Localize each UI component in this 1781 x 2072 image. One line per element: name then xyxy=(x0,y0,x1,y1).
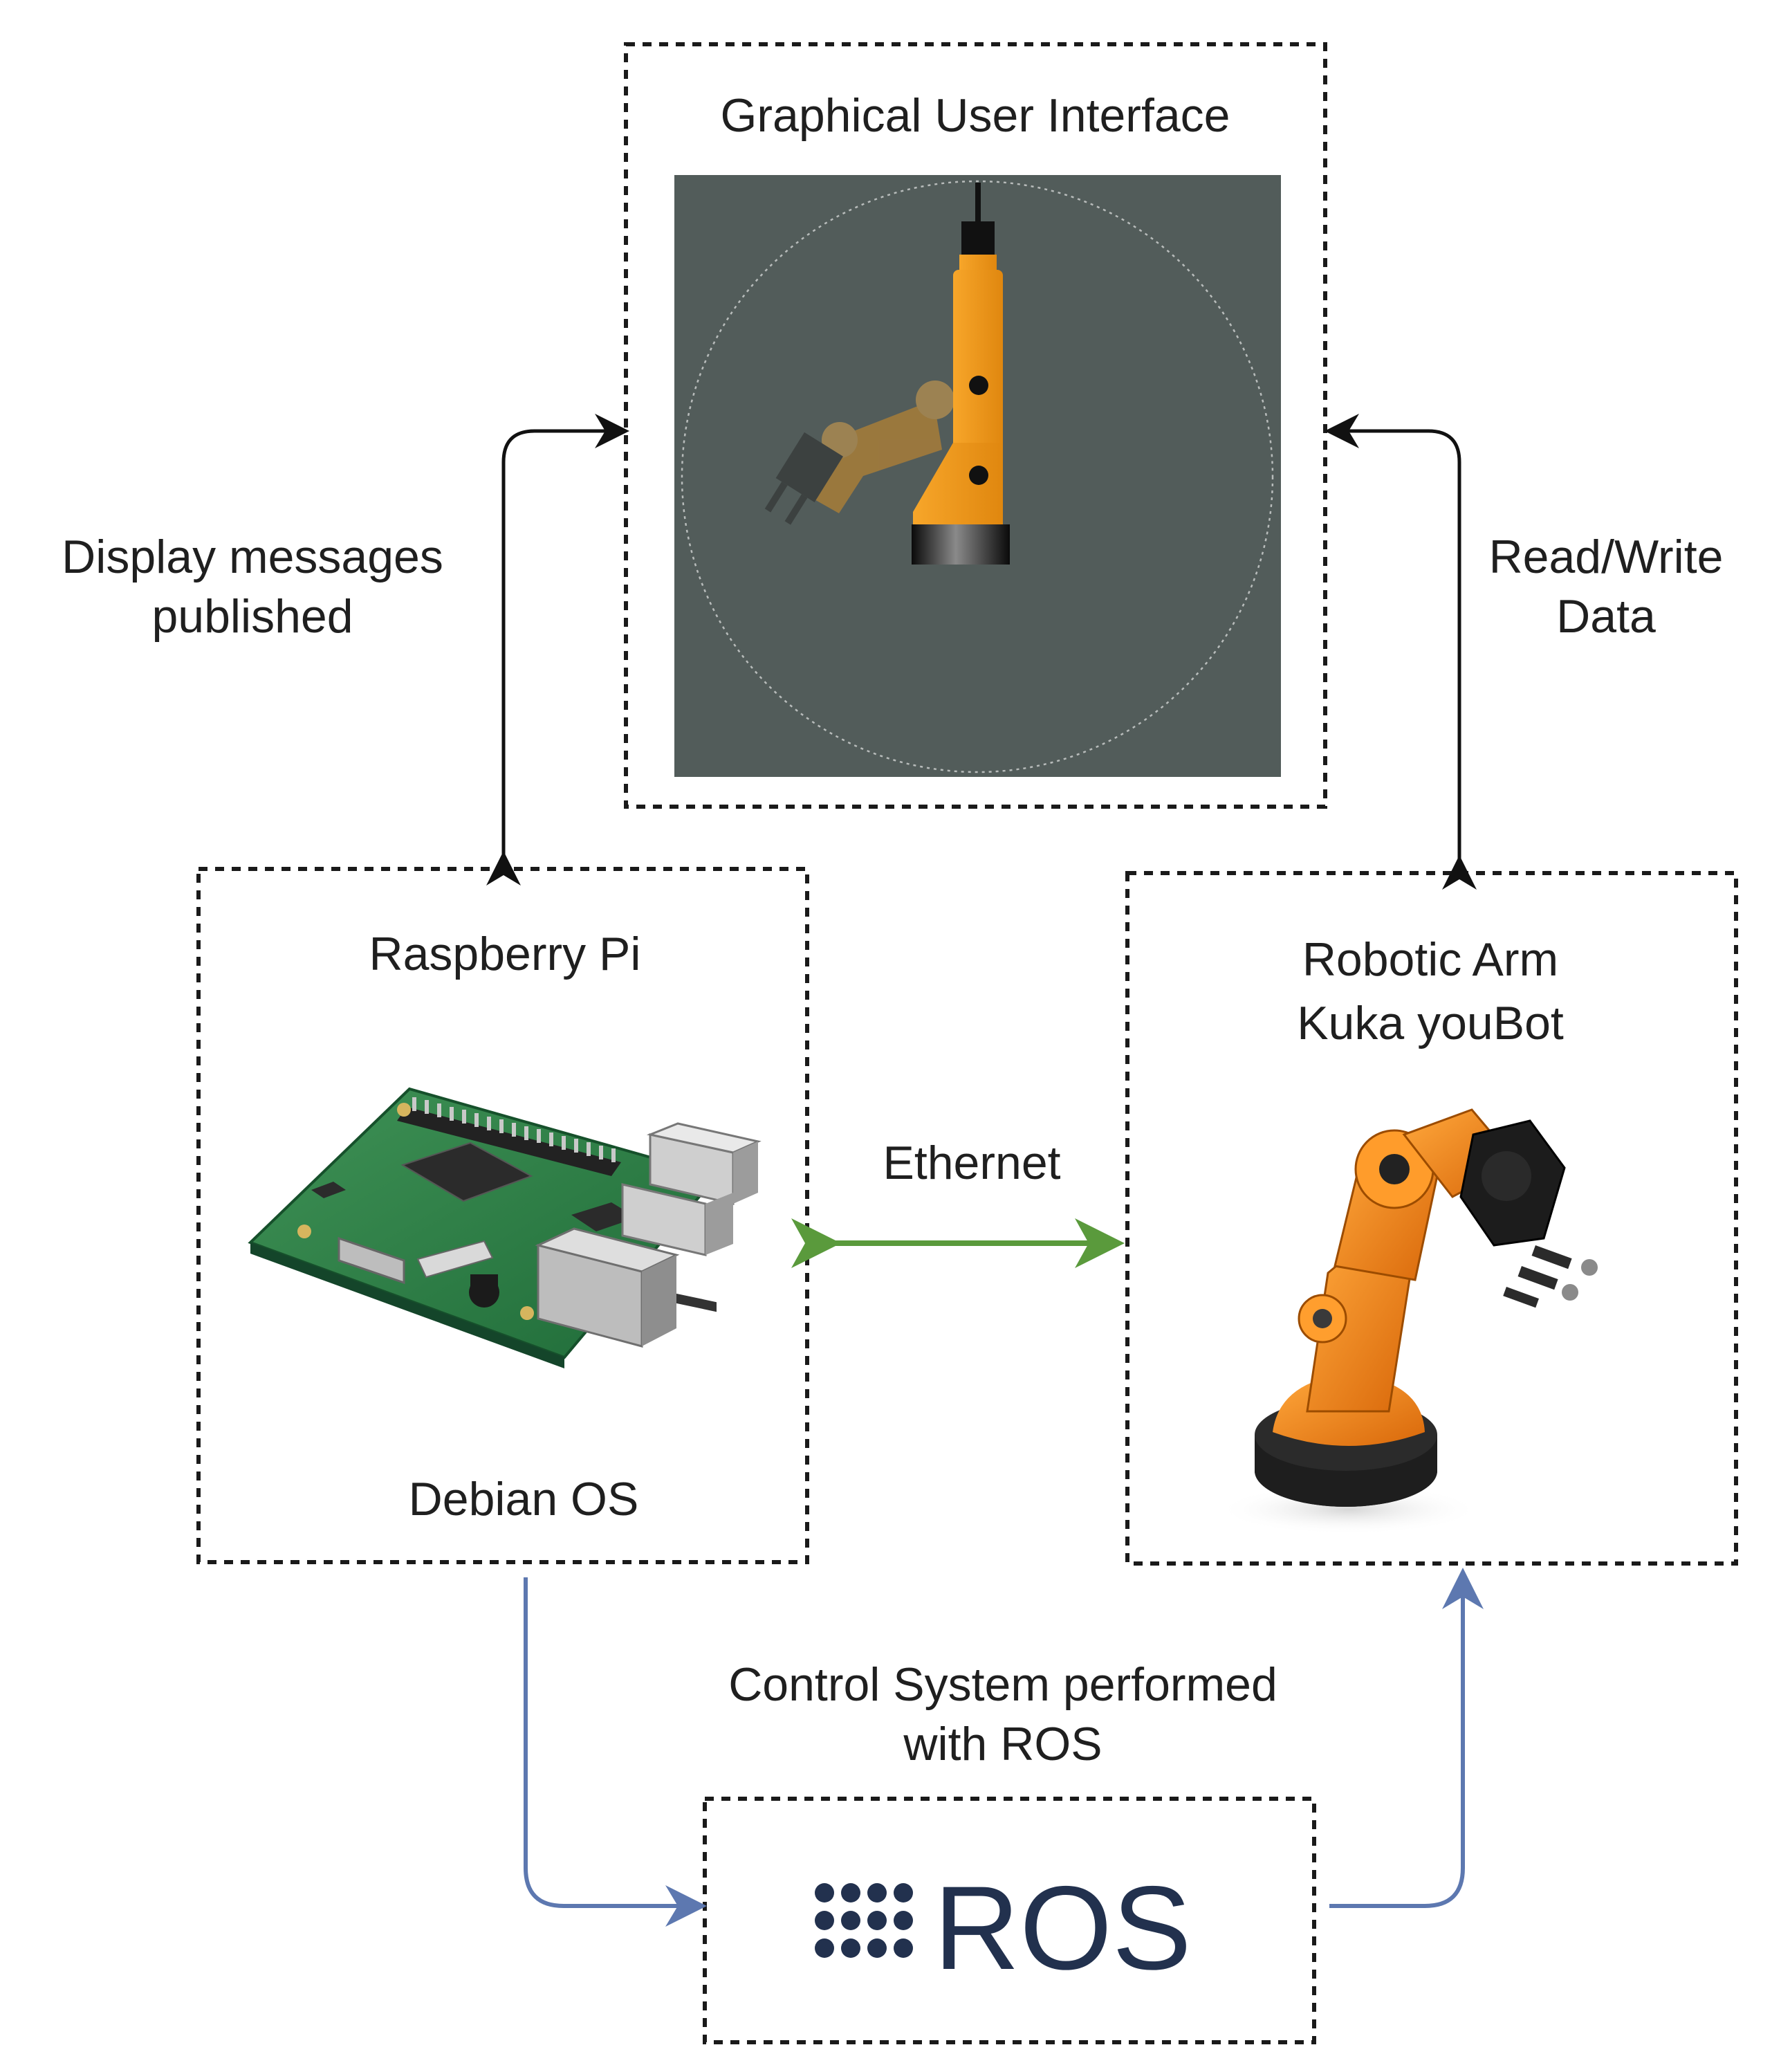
edge-label-right-line2: Data xyxy=(1556,590,1656,643)
robot-arm-gui-illustration-icon xyxy=(674,175,1281,777)
ros-logo-icon xyxy=(815,1883,913,1958)
connector-ros-arm-path xyxy=(1329,1568,1484,1908)
edge-label-left-line2: published xyxy=(151,590,353,643)
gui-arm-joint-upper xyxy=(969,376,988,395)
edge-label-bottom-line1: Control System performed xyxy=(728,1658,1277,1711)
connector-gui-arm-path xyxy=(1325,414,1477,890)
connector-gui-arm xyxy=(1325,414,1477,890)
connector-gui-pi-path xyxy=(486,414,629,886)
kuka-robotic-arm-illustration-icon xyxy=(1217,1108,1598,1534)
pi-usb-ports xyxy=(621,1122,762,1312)
gui-arm-base xyxy=(912,524,1010,565)
raspberry-pi-title: Raspberry Pi xyxy=(369,928,640,980)
gui-reach-circle xyxy=(681,180,1274,773)
robotic-arm-title-line1: Robotic Arm xyxy=(1302,933,1558,986)
raspberry-pi-os-label: Debian OS xyxy=(409,1473,639,1525)
gui-arm-joint-lower xyxy=(969,466,988,485)
edge-label-right-line1: Read/Write xyxy=(1489,531,1724,583)
gui-node: Graphical User Interface xyxy=(624,42,1327,809)
edge-label-left-line1: Display messages xyxy=(62,531,443,583)
ros-logo-text: ROS xyxy=(934,1862,1192,1995)
pi-soc-chip xyxy=(400,1142,533,1202)
raspberry-pi-board-illustration-icon xyxy=(248,1087,762,1368)
kuka-gripper xyxy=(1459,1119,1598,1308)
ghost-arm-pose xyxy=(764,381,954,525)
gui-arm-segment xyxy=(959,255,997,270)
gui-arm-gripper xyxy=(961,221,995,255)
ros-node: ROS xyxy=(703,1797,1316,2044)
pi-hdmi-port xyxy=(338,1236,405,1285)
robotic-arm-node: Robotic Arm Kuka youBot xyxy=(1125,871,1738,1566)
pi-gpio-header xyxy=(397,1097,621,1176)
gui-title: Graphical User Interface xyxy=(721,89,1230,142)
gui-arm-cable xyxy=(975,183,981,226)
edge-label-ethernet: Ethernet xyxy=(883,1137,1060,1189)
connector-gui-pi xyxy=(486,414,629,886)
connector-ros-arm xyxy=(1329,1568,1484,1908)
edge-label-bottom-line2: with ROS xyxy=(903,1718,1102,1770)
pi-ethernet-port xyxy=(535,1227,680,1348)
connector-pi-ros-path xyxy=(524,1577,707,1927)
raspberry-pi-node: Raspberry Pi Debian OS xyxy=(196,867,809,1564)
robotic-arm-title-line2: Kuka youBot xyxy=(1297,997,1564,1049)
connector-pi-ros xyxy=(524,1577,707,1927)
